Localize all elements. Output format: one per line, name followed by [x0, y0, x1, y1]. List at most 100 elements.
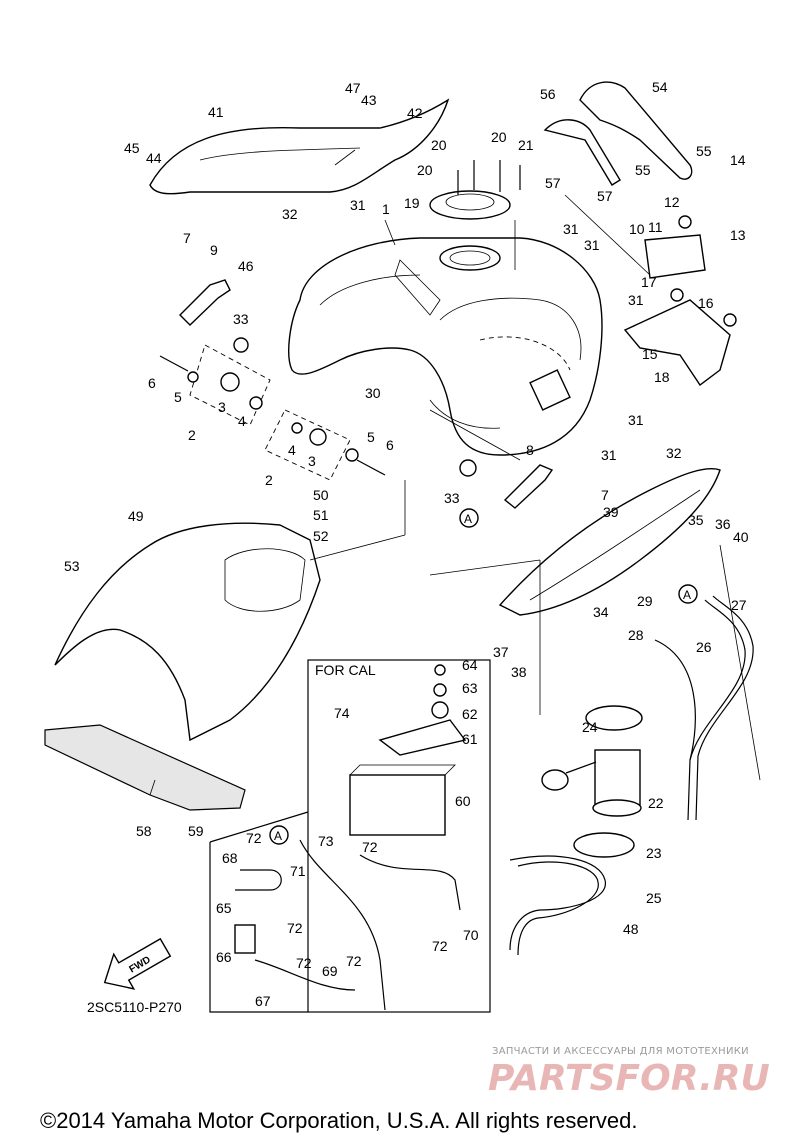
callout: 27	[731, 597, 747, 613]
callout: 61	[462, 731, 478, 747]
callout: 8	[526, 442, 534, 458]
inset-title: FOR CAL	[315, 662, 376, 678]
callout: 20	[431, 137, 447, 153]
callout: 48	[623, 921, 639, 937]
callout: 51	[313, 507, 329, 523]
mount-bracket	[623, 215, 737, 387]
callout: 52	[313, 528, 329, 544]
hoses	[509, 595, 754, 956]
callout: 14	[730, 152, 746, 168]
callout: 69	[322, 963, 338, 979]
callout: 3	[308, 453, 316, 469]
callout: 65	[216, 900, 232, 916]
callout: 4	[238, 413, 246, 429]
ref-a-1: A	[464, 512, 472, 526]
callout: 44	[146, 150, 162, 166]
callout: 73	[318, 833, 334, 849]
callout: 42	[407, 105, 423, 121]
fuel-pump	[541, 705, 643, 858]
callout: 67	[255, 993, 271, 1009]
callout: 9	[210, 242, 218, 258]
callout: 19	[404, 195, 420, 211]
callout: 15	[642, 346, 658, 362]
callout: 6	[148, 375, 156, 391]
callout: 72	[246, 830, 262, 846]
callout: 18	[654, 369, 670, 385]
callout: 2	[188, 427, 196, 443]
callout: 31	[628, 292, 644, 308]
callout: 11	[648, 219, 663, 235]
upper-right-bracket	[543, 81, 693, 186]
callout: 26	[696, 639, 712, 655]
callout: 30	[365, 385, 381, 401]
callout: 34	[593, 604, 609, 620]
callout: 31	[563, 221, 579, 237]
callout: 53	[64, 558, 80, 574]
callout: 33	[444, 490, 460, 506]
callout: 20	[491, 129, 507, 145]
callout: 22	[648, 795, 664, 811]
callout: 31	[601, 447, 617, 463]
copyright-notice: ©2014 Yamaha Motor Corporation, U.S.A. A…	[40, 1108, 637, 1133]
grommet-set-lower	[264, 409, 477, 481]
callout: 58	[136, 823, 152, 839]
callout: 20	[417, 162, 433, 178]
callout: 23	[646, 845, 662, 861]
callout: 28	[628, 627, 644, 643]
callout: 72	[346, 953, 362, 969]
callout: 6	[386, 437, 394, 453]
callout: 57	[597, 188, 613, 204]
watermark-tagline: ЗАПЧАСТИ И АКСЕССУАРЫ ДЛЯ МОТОТЕХНИКИ	[492, 1046, 749, 1057]
callout: 1	[382, 201, 390, 217]
callout: 31	[628, 412, 644, 428]
callout: 70	[463, 927, 479, 943]
callout: 45	[124, 140, 140, 156]
callout: 47	[345, 80, 361, 96]
callout: 43	[361, 92, 377, 108]
callout: 59	[188, 823, 204, 839]
callout: 66	[216, 949, 232, 965]
bracket-9	[179, 279, 231, 326]
bracket-8	[503, 464, 554, 509]
callout: 32	[282, 206, 298, 222]
fuel-cap	[429, 160, 521, 220]
callout: 72	[432, 938, 448, 954]
callout: 55	[635, 162, 651, 178]
callout: 5	[174, 389, 182, 405]
front-cover	[54, 522, 321, 742]
callout: 12	[664, 194, 680, 210]
fwd-arrow: FWD	[103, 937, 172, 990]
callouts: 1 2 2 3 3 4 4 5 5 6 6 7 7 8 9 10 11 12 1…	[64, 79, 749, 1009]
callout: 56	[540, 86, 556, 102]
callout: 55	[696, 143, 712, 159]
diagram-code: 2SC5110-P270	[87, 999, 182, 1015]
leader-lines	[309, 194, 761, 781]
callout: 74	[334, 705, 350, 721]
callout: 68	[222, 850, 238, 866]
callout: 5	[367, 429, 375, 445]
callout: 2	[265, 472, 273, 488]
side-cover-right	[498, 468, 721, 616]
callout: 40	[733, 529, 749, 545]
callout: 54	[652, 79, 668, 95]
callout: 31	[350, 197, 366, 213]
ref-a-2: A	[683, 588, 691, 602]
callout: 36	[715, 516, 731, 532]
watermark-logo: PARTSFOR.RU	[488, 1058, 770, 1099]
callout: 37	[493, 644, 509, 660]
callout: 35	[688, 512, 704, 528]
side-cover-left	[149, 98, 450, 195]
callout: 46	[238, 258, 254, 274]
callout: 17	[641, 274, 657, 290]
callout: 25	[646, 890, 662, 906]
callout: 13	[730, 227, 746, 243]
callout: 64	[462, 657, 478, 673]
callout: 16	[698, 295, 714, 311]
callout: 71	[290, 863, 306, 879]
callout: 7	[601, 487, 609, 503]
callout: 33	[233, 311, 249, 327]
callout: 10	[629, 221, 645, 237]
callout: 62	[462, 706, 478, 722]
grommet-set-upper	[159, 337, 271, 426]
callout: 63	[462, 680, 478, 696]
